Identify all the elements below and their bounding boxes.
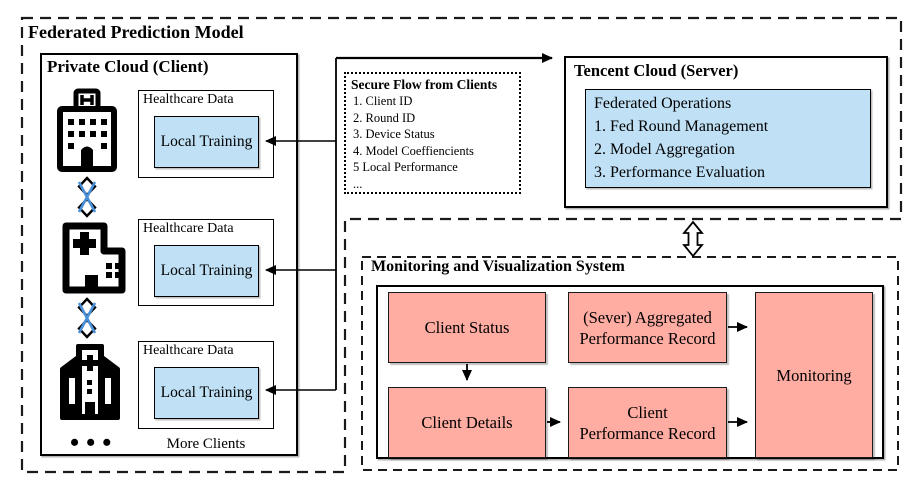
hospital-icon [62, 222, 126, 294]
hospital-icon [60, 344, 120, 420]
healthcare-data-label: Healthcare Data [143, 343, 234, 358]
federated-operations-line: 1. Fed Round Management [594, 118, 769, 135]
client-details-label: Client Details [421, 413, 513, 432]
secure-flow-item: 5 Local Performance [353, 160, 458, 174]
sync-exchange-icon [77, 297, 97, 339]
aggregated-record-line2: Performance Record [579, 328, 716, 348]
hospital-icon [57, 88, 117, 172]
local-training-box: Local Training [154, 367, 259, 419]
federated-operations-line: Federated Operations [594, 95, 732, 112]
client-status-box: Client Status [388, 292, 546, 363]
healthcare-data-label: Healthcare Data [143, 92, 234, 107]
secure-flow-item: 4. Model Coeffiencients [353, 143, 474, 158]
tencent-cloud-title: Tencent Cloud (Server) [574, 61, 739, 80]
sync-exchange-icon [77, 176, 97, 218]
federated-operations-box: Federated Operations 1. Fed Round Manage… [585, 89, 871, 188]
local-training-box: Local Training [154, 245, 259, 297]
monitoring-system-title: Monitoring and Visualization System [371, 258, 625, 275]
tencent-cloud-box: Tencent Cloud (Server) Federated Operati… [564, 56, 888, 208]
secure-flow-item: ... [353, 176, 363, 191]
aggregated-performance-record-box: (Sever) Aggregated Performance Record [568, 292, 727, 363]
client-performance-record-box: Client Performance Record [568, 387, 727, 458]
client-performance-line2: Performance Record [579, 423, 716, 443]
local-training-box: Local Training [154, 116, 259, 168]
client-performance-line1: Client [627, 402, 668, 422]
diagram-title: Federated Prediction Model [28, 22, 244, 42]
healthcare-data-box: Healthcare Data Local Training [138, 341, 274, 429]
secure-flow-box: Secure Flow from Clients 1. Client ID 2.… [344, 72, 521, 194]
secure-flow-item: 3. Device Status [353, 127, 435, 141]
monitoring-label: Monitoring [776, 365, 852, 385]
client-details-box: Client Details [388, 387, 546, 458]
healthcare-data-label: Healthcare Data [143, 221, 234, 236]
federated-operations-line: 2. Model Aggregation [594, 141, 735, 158]
healthcare-data-box: Healthcare Data Local Training [138, 219, 274, 306]
federated-operations-line: 3. Performance Evaluation [594, 164, 766, 181]
aggregated-record-line1: (Sever) Aggregated [583, 307, 712, 327]
secure-flow-item: 1. Client ID [353, 94, 413, 108]
monitoring-box: Monitoring [755, 292, 873, 458]
client-status-label: Client Status [424, 318, 510, 337]
server-mvs-double-arrow [682, 220, 704, 258]
private-cloud-title: Private Cloud (Client) [47, 57, 209, 76]
secure-flow-title: Secure Flow from Clients [351, 77, 498, 92]
more-clients-ellipsis: ••• [70, 428, 119, 457]
secure-flow-item: 2. Round ID [353, 110, 416, 125]
more-clients-label: More Clients [166, 436, 246, 452]
healthcare-data-box: Healthcare Data Local Training [138, 90, 274, 178]
